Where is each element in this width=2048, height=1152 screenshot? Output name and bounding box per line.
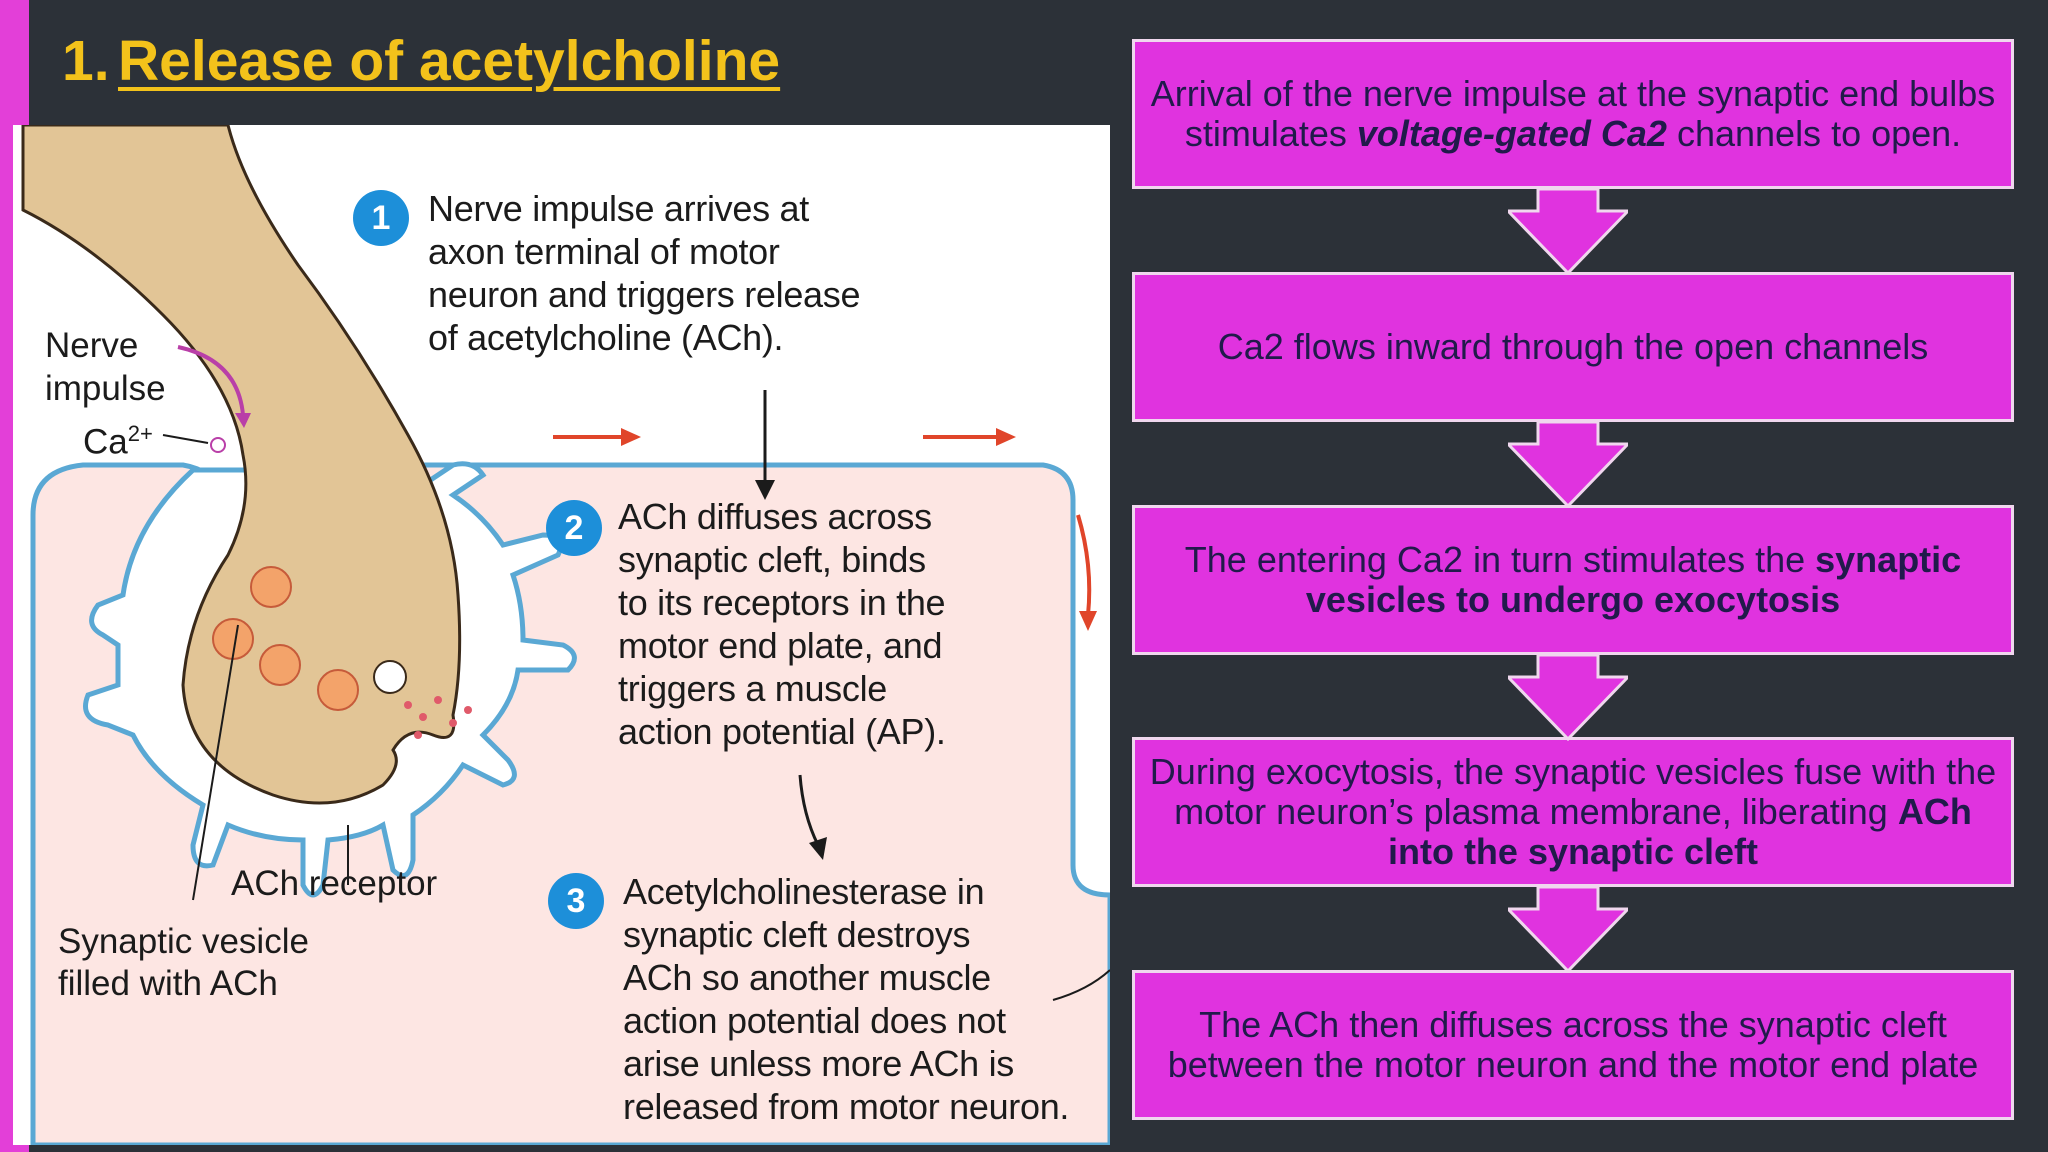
label-calcium: Ca2+ (83, 421, 153, 462)
axon-terminal (21, 125, 462, 805)
title-number: 1. (62, 29, 110, 93)
down-arrow-4 (1508, 887, 1628, 973)
step-1-badge: 1 (353, 190, 409, 246)
calcium-ion (210, 437, 226, 453)
flow-text-segment: Ca2 flows inward through the open channe… (1217, 326, 1929, 367)
flow-step-5: The ACh then diffuses across the synapti… (1132, 970, 2014, 1120)
step-2-badge: 2 (546, 500, 602, 556)
flow-text-segment: ACh into the synaptic cleft (1387, 791, 1972, 872)
step-3-badge: 3 (548, 873, 604, 929)
down-arrow-2 (1508, 422, 1628, 508)
flow-text-segment: Arrival of the nerve impulse at the syna… (1150, 73, 1996, 154)
flow-step-1: Arrival of the nerve impulse at the syna… (1132, 39, 2014, 189)
down-arrow-3 (1508, 655, 1628, 741)
flow-step-5-text: The ACh then diffuses across the synapti… (1149, 1005, 1997, 1085)
flow-text-segment: The entering Ca2 in turn stimulates the (1184, 539, 1816, 580)
label-impulse: impulse (45, 369, 166, 408)
flow-step-1-text: Arrival of the nerve impulse at the syna… (1149, 74, 1997, 154)
flow-step-2: Ca2 flows inward through the open channe… (1132, 272, 2014, 422)
flow-step-3: The entering Ca2 in turn stimulates the … (1132, 505, 2014, 655)
label-ach-receptor: ACh receptor (231, 864, 438, 903)
nerve-impulse-arrow (177, 345, 245, 416)
flow-step-4: During exocytosis, the synaptic vesicles… (1132, 737, 2014, 887)
flow-step-2-text: Ca2 flows inward through the open channe… (1218, 327, 1928, 367)
flow-text-segment: During exocytosis, the synaptic vesicles… (1149, 751, 1997, 832)
flow-text-segment: synaptic vesicles to undergo exocytosis (1305, 539, 1962, 620)
synaptic-vesicles (212, 566, 359, 711)
flow-step-4-text: During exocytosis, the synaptic vesicles… (1149, 752, 1997, 872)
flow-text-segment: The ACh then diffuses across the synapti… (1167, 1004, 1979, 1085)
flow-step-3-text: The entering Ca2 in turn stimulates the … (1149, 540, 1997, 620)
fusing-vesicle (373, 660, 407, 694)
synapse-illustration (21, 125, 1110, 1145)
ach-molecules (404, 696, 472, 739)
down-arrow-1 (1508, 189, 1628, 275)
label-nerve: Nerve (45, 326, 139, 365)
flow-text-segment: voltage-gated Ca2 (1356, 113, 1667, 154)
flow-text-segment: channels to open. (1666, 113, 1962, 154)
slide-title: Release of acetylcholine (118, 29, 781, 93)
